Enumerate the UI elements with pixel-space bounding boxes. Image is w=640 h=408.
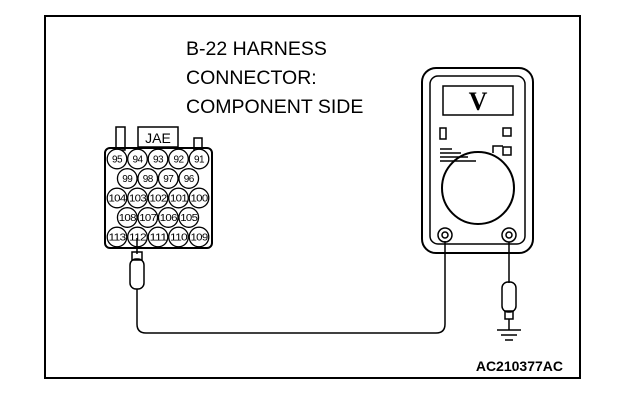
voltmeter-bezel: [429, 75, 526, 245]
pin-cavity: [116, 207, 138, 228]
ground-icon: [497, 329, 521, 341]
pin-number: 97: [163, 174, 174, 185]
figure-frame: [44, 15, 581, 379]
pin-number: 101: [170, 194, 188, 205]
terminal-socket-icon: [505, 231, 513, 239]
pin-cavity: [168, 187, 189, 209]
voltmeter-scale-marks: [440, 145, 503, 162]
pin-cavity: [147, 226, 169, 248]
pin-cavity: [116, 168, 138, 189]
connector-probe: [129, 238, 446, 334]
voltmeter-display: [442, 85, 514, 116]
pin-number: 106: [160, 213, 178, 224]
pin-number: 111: [150, 233, 168, 244]
pin-cavity: [168, 148, 189, 170]
pin-cavity: [106, 226, 128, 248]
pin-number: 93: [153, 155, 164, 166]
connector-body: [104, 147, 213, 249]
connector-maker-label: JAE: [145, 130, 171, 146]
pin-number: 104: [109, 194, 127, 205]
voltmeter-button-icon: [502, 127, 512, 137]
probe-collar: [131, 251, 143, 261]
pin-cavity: [168, 226, 189, 248]
pin-number: 95: [112, 155, 123, 166]
pin-number: 94: [133, 155, 144, 166]
voltmeter-terminal-negative: [437, 227, 453, 243]
probe-handle: [129, 258, 145, 290]
pin-number: 96: [184, 174, 195, 185]
ground-probe: [497, 242, 521, 341]
voltmeter-body: [421, 67, 534, 254]
pin-cavity: [147, 187, 169, 209]
pin-cavity: [127, 148, 148, 170]
test-lead-wire: [136, 241, 446, 334]
connector-latch-left: [115, 126, 126, 151]
title-line-2: CONNECTOR:: [186, 67, 317, 89]
pin-cavity: [137, 168, 159, 189]
pin-cavity: [157, 168, 179, 189]
pin-number: 98: [143, 174, 154, 185]
pin-cavity: [188, 226, 210, 248]
pin-number: 103: [129, 194, 147, 205]
pin-cavity: [188, 148, 210, 170]
pin-number: 100: [191, 194, 209, 205]
voltmeter-dial: [441, 151, 515, 225]
pin-cavity: [137, 207, 159, 228]
pin-cavity: [106, 148, 128, 170]
pin-cavity: [178, 207, 200, 228]
pin-cavity: [157, 207, 179, 228]
pin-number: 91: [194, 155, 205, 166]
pin-number: 109: [191, 233, 209, 244]
title-line-1: B-22 HARNESS: [186, 38, 327, 60]
pin-number: 113: [109, 233, 127, 244]
pin-number: 92: [174, 155, 185, 166]
pin-number: 108: [119, 213, 137, 224]
voltmeter-button-icon: [502, 146, 512, 156]
voltmeter-unit-label: V: [469, 87, 488, 116]
voltmeter-switch-icon: [439, 127, 447, 140]
title-line-3: COMPONENT SIDE: [186, 96, 363, 118]
ground-probe-handle: [501, 281, 517, 313]
pin-number: 105: [180, 213, 198, 224]
pin-number: 107: [139, 213, 157, 224]
pin-number: 102: [150, 194, 168, 205]
terminal-socket-icon: [441, 231, 449, 239]
pin-number: 112: [129, 233, 147, 244]
pin-cavity: [127, 187, 148, 209]
pin-number: 110: [170, 233, 188, 244]
voltmeter-terminal-positive: [501, 227, 517, 243]
pin-cavity: [106, 187, 128, 209]
pin-cavity: [178, 168, 200, 189]
pin-number: 99: [122, 174, 133, 185]
pin-cavity: [147, 148, 169, 170]
voltmeter: V: [421, 67, 534, 254]
pin-cavity: [188, 187, 210, 209]
figure-code: AC210377AC: [476, 358, 563, 374]
